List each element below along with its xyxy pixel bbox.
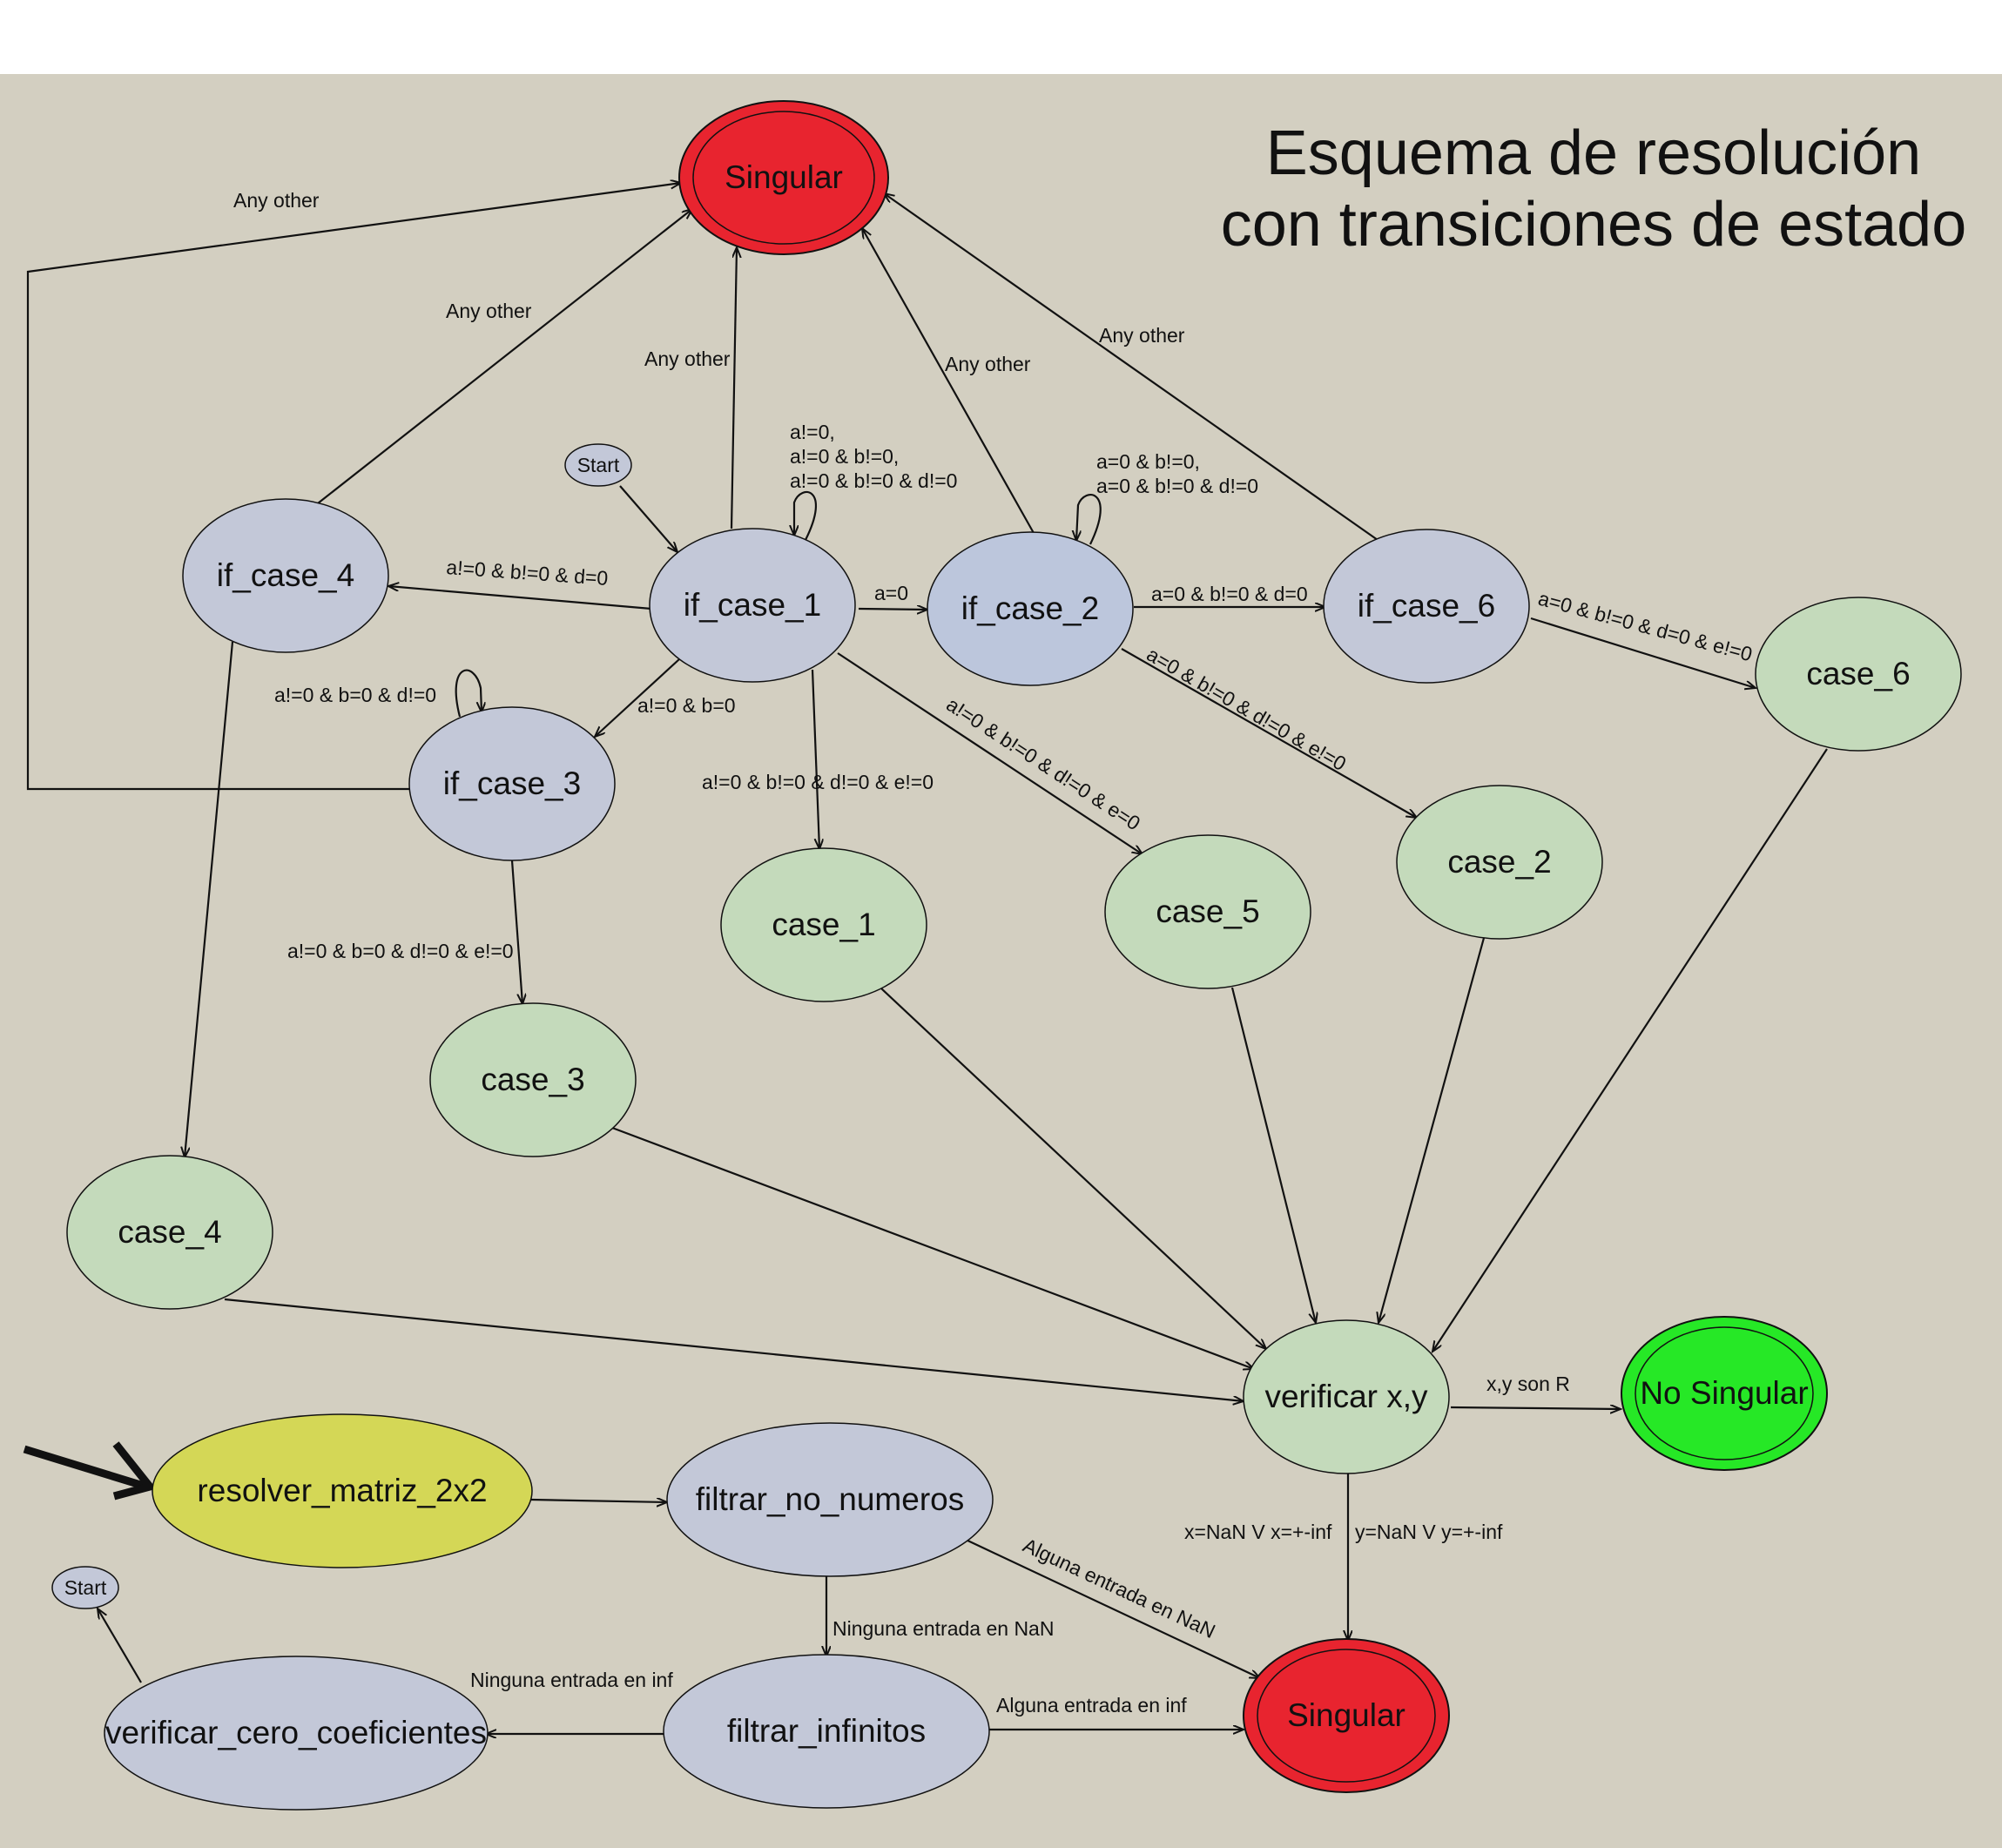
state-if-case-4-label: if_case_4 (217, 557, 354, 593)
state-case-1[interactable]: case_1 (720, 847, 927, 1002)
state-if-case-3-label: if_case_3 (443, 766, 581, 801)
edge-verificarcero-to-start (98, 1609, 142, 1683)
state-if-case-1-label: if_case_1 (684, 587, 821, 623)
label-infinitos-to-singular: Alguna entrada en inf (996, 1694, 1187, 1716)
state-filtrar-no-numeros-label: filtrar_no_numeros (696, 1481, 964, 1517)
entry-pointer-arrow (23, 1445, 148, 1491)
label-nonum-to-infinitos: Ninguna entrada en NaN (832, 1617, 1054, 1640)
label-any-other-ifcase2: Any other (945, 353, 1031, 375)
label-ifcase1-to-ifcase2: a=0 (874, 582, 908, 604)
state-case-4-label: case_4 (118, 1214, 221, 1250)
edge-case6-to-verificar (1432, 748, 1828, 1352)
label-self-ifcase1-line1: a!=0, (790, 421, 835, 443)
edge-case5-to-verificar (1230, 987, 1316, 1323)
edge-resolver-to-nonum (530, 1500, 667, 1502)
label-self-ifcase3: a!=0 & b=0 & d!=0 (274, 684, 436, 706)
diagram-title-line-1: Esquema de resolución (1266, 118, 1921, 188)
label-ifcase3-to-case3: a!=0 & b=0 & d!=0 & e!=0 (287, 940, 514, 962)
edge-start-to-ifcase1 (619, 485, 677, 552)
label-xy-nan-y: y=NaN V y=+-inf (1355, 1521, 1503, 1543)
state-no-singular-label: No Singular (1640, 1375, 1808, 1411)
state-case-5[interactable]: case_5 (1104, 834, 1311, 989)
edge-self-ifcase1 (794, 490, 817, 541)
edge-ifcase6-to-case6 (1530, 617, 1756, 688)
nodes: Singular Start if_case_4 if_case_1 if_ca… (51, 100, 1962, 1811)
edge-ifcase3-to-case3 (510, 860, 522, 1004)
state-start-top-label: Start (577, 454, 620, 476)
label-ifcase1-to-case1: a!=0 & b!=0 & d!=0 & e!=0 (702, 771, 934, 793)
edge-self-ifcase2 (1076, 494, 1102, 545)
state-singular-bottom-label: Singular (1287, 1697, 1405, 1733)
edge-case2-to-verificar (1378, 937, 1486, 1323)
diagram-title-line-2: con transiciones de estado (1221, 190, 1967, 260)
edge-case4-to-verificar (224, 1298, 1244, 1401)
edge-ifcase1-to-case1 (811, 669, 819, 849)
edge-ifcase1-to-ifcase3 (595, 658, 680, 737)
state-verificar-cero[interactable]: verificar_cero_coeficientes (104, 1656, 489, 1811)
state-case-2[interactable]: case_2 (1396, 785, 1603, 940)
state-singular-top-label: Singular (725, 159, 843, 195)
state-resolver-matriz[interactable]: resolver_matriz_2x2 (152, 1413, 533, 1568)
label-any-other-ifcase6: Any other (1099, 324, 1185, 347)
state-no-singular[interactable]: No Singular (1621, 1316, 1828, 1471)
edge-case1-to-verificar (880, 988, 1266, 1349)
state-case-3-label: case_3 (481, 1062, 584, 1097)
edge-nonum-to-singular (963, 1538, 1260, 1678)
state-start-bottom-label: Start (64, 1576, 107, 1599)
edge-ifcase4-to-singular (317, 209, 692, 504)
edge-ifcase1-to-ifcase4 (388, 586, 652, 610)
state-singular-bottom[interactable]: Singular (1243, 1638, 1450, 1793)
edge-case3-to-verificar (611, 1126, 1254, 1369)
label-self-ifcase2-line1: a=0 & b!=0, (1096, 450, 1200, 473)
state-if-case-3[interactable]: if_case_3 (408, 706, 616, 861)
label-ifcase2-to-ifcase6: a=0 & b!=0 & d=0 (1151, 583, 1308, 605)
state-verificar-xy[interactable]: verificar x,y (1243, 1319, 1450, 1474)
edge-ifcase1-to-case5 (837, 652, 1143, 854)
edge-ifcase6-to-singular (884, 193, 1378, 541)
state-case-6-label: case_6 (1806, 656, 1910, 691)
edge-ifcase2-to-case2 (1121, 648, 1417, 818)
state-filtrar-infinitos-label: filtrar_infinitos (727, 1713, 926, 1749)
label-self-ifcase1-line3: a!=0 & b!=0 & d!=0 (790, 469, 957, 492)
label-xy-to-nosingular: x,y son R (1486, 1373, 1570, 1395)
state-verificar-cero-label: verificar_cero_coeficientes (105, 1715, 487, 1750)
edge-ifcase1-to-singular (730, 247, 737, 529)
entry-pointer-head (112, 1441, 157, 1501)
label-any-other-ifcase4: Any other (446, 300, 532, 322)
state-case-4[interactable]: case_4 (66, 1155, 273, 1310)
edge-ifcase4-to-case4 (185, 641, 234, 1157)
state-if-case-6-label: if_case_6 (1358, 588, 1495, 624)
state-case-5-label: case_5 (1156, 894, 1259, 929)
label-self-ifcase2-line2: a=0 & b!=0 & d!=0 (1096, 475, 1258, 497)
label-self-ifcase1-line2: a!=0 & b!=0, (790, 445, 899, 468)
state-start-top[interactable]: Start (564, 443, 632, 487)
state-verificar-xy-label: verificar x,y (1264, 1379, 1428, 1414)
label-xy-nan-x: x=NaN V x=+-inf (1184, 1521, 1332, 1543)
label-any-other-far: Any other (233, 189, 320, 212)
edges (23, 183, 1828, 1734)
state-if-case-4[interactable]: if_case_4 (182, 498, 389, 653)
state-filtrar-no-numeros[interactable]: filtrar_no_numeros (666, 1422, 994, 1577)
state-if-case-1[interactable]: if_case_1 (649, 528, 856, 683)
state-if-case-2[interactable]: if_case_2 (927, 531, 1134, 686)
edge-ifcase1-to-ifcase2 (858, 609, 927, 610)
state-case-1-label: case_1 (772, 907, 875, 942)
edge-ifcase2-to-singular (862, 228, 1035, 534)
edge-self-ifcase3 (455, 669, 482, 718)
label-infinitos-to-verificar: Ninguna entrada en inf (470, 1669, 673, 1691)
state-resolver-matriz-label: resolver_matriz_2x2 (197, 1473, 487, 1508)
state-if-case-6[interactable]: if_case_6 (1323, 529, 1530, 684)
label-any-other-ifcase1: Any other (644, 347, 731, 370)
state-filtrar-infinitos[interactable]: filtrar_infinitos (663, 1654, 990, 1809)
edge-verificar-to-nosingular (1450, 1407, 1621, 1409)
state-start-bottom[interactable]: Start (51, 1566, 119, 1609)
state-case-3[interactable]: case_3 (429, 1002, 637, 1157)
label-ifcase1-to-ifcase3: a!=0 & b=0 (637, 694, 736, 717)
state-case-2-label: case_2 (1447, 844, 1551, 880)
state-case-6[interactable]: case_6 (1755, 597, 1962, 752)
state-singular-top[interactable]: Singular (678, 100, 889, 255)
state-if-case-2-label: if_case_2 (961, 590, 1099, 626)
